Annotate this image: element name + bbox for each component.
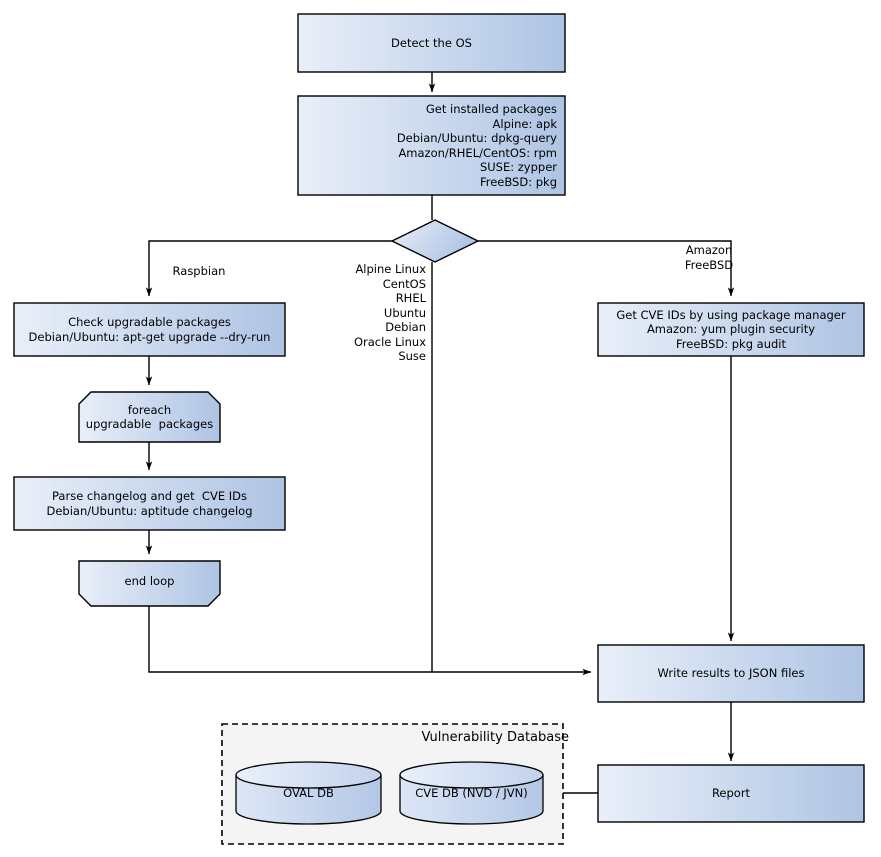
- edge-label-raspbian: Raspbian: [172, 264, 226, 278]
- node-foreach-shape: [78, 391, 221, 443]
- node-report-shape: [597, 764, 865, 823]
- edge-endloop-to-write: [148, 606, 592, 676]
- node-detect-os-shape: [297, 13, 566, 73]
- node-parse-changelog-shape: [13, 476, 286, 531]
- oval-db-shape: [235, 761, 382, 825]
- node-os-decision-shape: [390, 219, 480, 263]
- vulndb-group-title: Vulnerability Database: [421, 730, 569, 745]
- cve-db-shape: [399, 761, 544, 825]
- node-get-installed-packages-shape: [297, 95, 566, 196]
- node-end-loop-shape: [78, 560, 221, 607]
- node-write-results-shape: [597, 644, 865, 703]
- vulnerability-database-group: [221, 723, 564, 845]
- edge-decision-to-amazon: [478, 240, 735, 297]
- node-get-cve-ids-shape: [597, 302, 865, 357]
- node-check-upgradable-shape: [13, 302, 286, 357]
- edge-decision-to-raspbian: [145, 240, 392, 297]
